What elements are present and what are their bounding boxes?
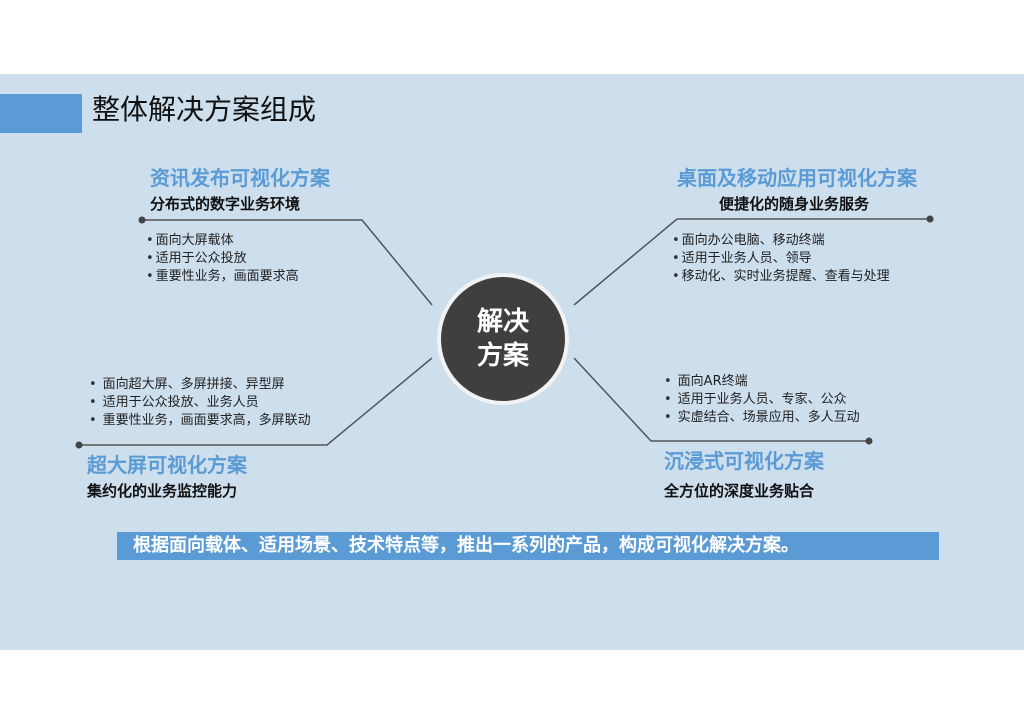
bullets-bottom-left: 面向超大屏、多屏拼接、异型屏 适用于公众投放、业务人员 重要性业务，画面要求高，… — [89, 376, 311, 430]
list-item: 适用于业务人员、专家、公众 — [664, 391, 860, 409]
connector-bottom-left — [79, 357, 433, 446]
bullets-top-left: 面向大屏载体 适用于公众投放 重要性业务，画面要求高 — [146, 232, 299, 286]
heading-bottom-left: 超大屏可视化方案 — [87, 453, 247, 477]
dot-top-left — [138, 216, 146, 224]
list-item: 面向大屏载体 — [146, 232, 299, 250]
connector-top-left — [142, 219, 433, 306]
list-item: 适用于业务人员、领导 — [672, 250, 890, 268]
subheading-top-left: 分布式的数字业务环境 — [150, 195, 301, 213]
heading-top-left: 资讯发布可视化方案 — [150, 166, 330, 190]
dot-bottom-left — [75, 441, 83, 449]
list-item: 重要性业务，画面要求高，多屏联动 — [89, 412, 311, 430]
connector-top-right — [573, 218, 930, 306]
list-item: 面向超大屏、多屏拼接、异型屏 — [89, 376, 311, 394]
heading-bottom-right: 沉浸式可视化方案 — [664, 449, 824, 473]
summary-banner: 根据面向载体、适用场景、技术特点等，推出一系列的产品，构成可视化解决方案。 — [117, 532, 939, 560]
subheading-bottom-right: 全方位的深度业务贴合 — [664, 482, 815, 500]
list-item: 面向办公电脑、移动终端 — [672, 232, 890, 250]
hub-circle: 解决 方案 — [437, 273, 569, 405]
subheading-bottom-left: 集约化的业务监控能力 — [87, 482, 238, 500]
subheading-top-right: 便捷化的随身业务服务 — [719, 195, 870, 213]
heading-top-right: 桌面及移动应用可视化方案 — [677, 166, 917, 190]
list-item: 实虚结合、场景应用、多人互动 — [664, 409, 860, 427]
connector-bottom-right — [573, 357, 869, 442]
hub-line-1: 解决 — [476, 307, 529, 337]
dot-top-right — [926, 215, 934, 223]
bullets-top-right: 面向办公电脑、移动终端 适用于业务人员、领导 移动化、实时业务提醒、查看与处理 — [672, 232, 890, 286]
bullets-bottom-right: 面向AR终端 适用于业务人员、专家、公众 实虚结合、场景应用、多人互动 — [664, 373, 860, 427]
page-title: 整体解决方案组成 — [92, 93, 317, 126]
hub-line-2: 方案 — [476, 341, 529, 371]
slide: 整体解决方案组成 解决 方案 资讯发布可视化方案 分布式的数字业务环境 面向大屏… — [0, 74, 1024, 650]
list-item: 重要性业务，画面要求高 — [146, 268, 299, 286]
list-item: 移动化、实时业务提醒、查看与处理 — [672, 268, 890, 286]
title-accent-bar — [0, 94, 82, 133]
list-item: 适用于公众投放 — [146, 250, 299, 268]
list-item: 面向AR终端 — [664, 373, 860, 391]
connector-lines — [75, 215, 934, 449]
dot-bottom-right — [865, 437, 873, 445]
list-item: 适用于公众投放、业务人员 — [89, 394, 311, 412]
